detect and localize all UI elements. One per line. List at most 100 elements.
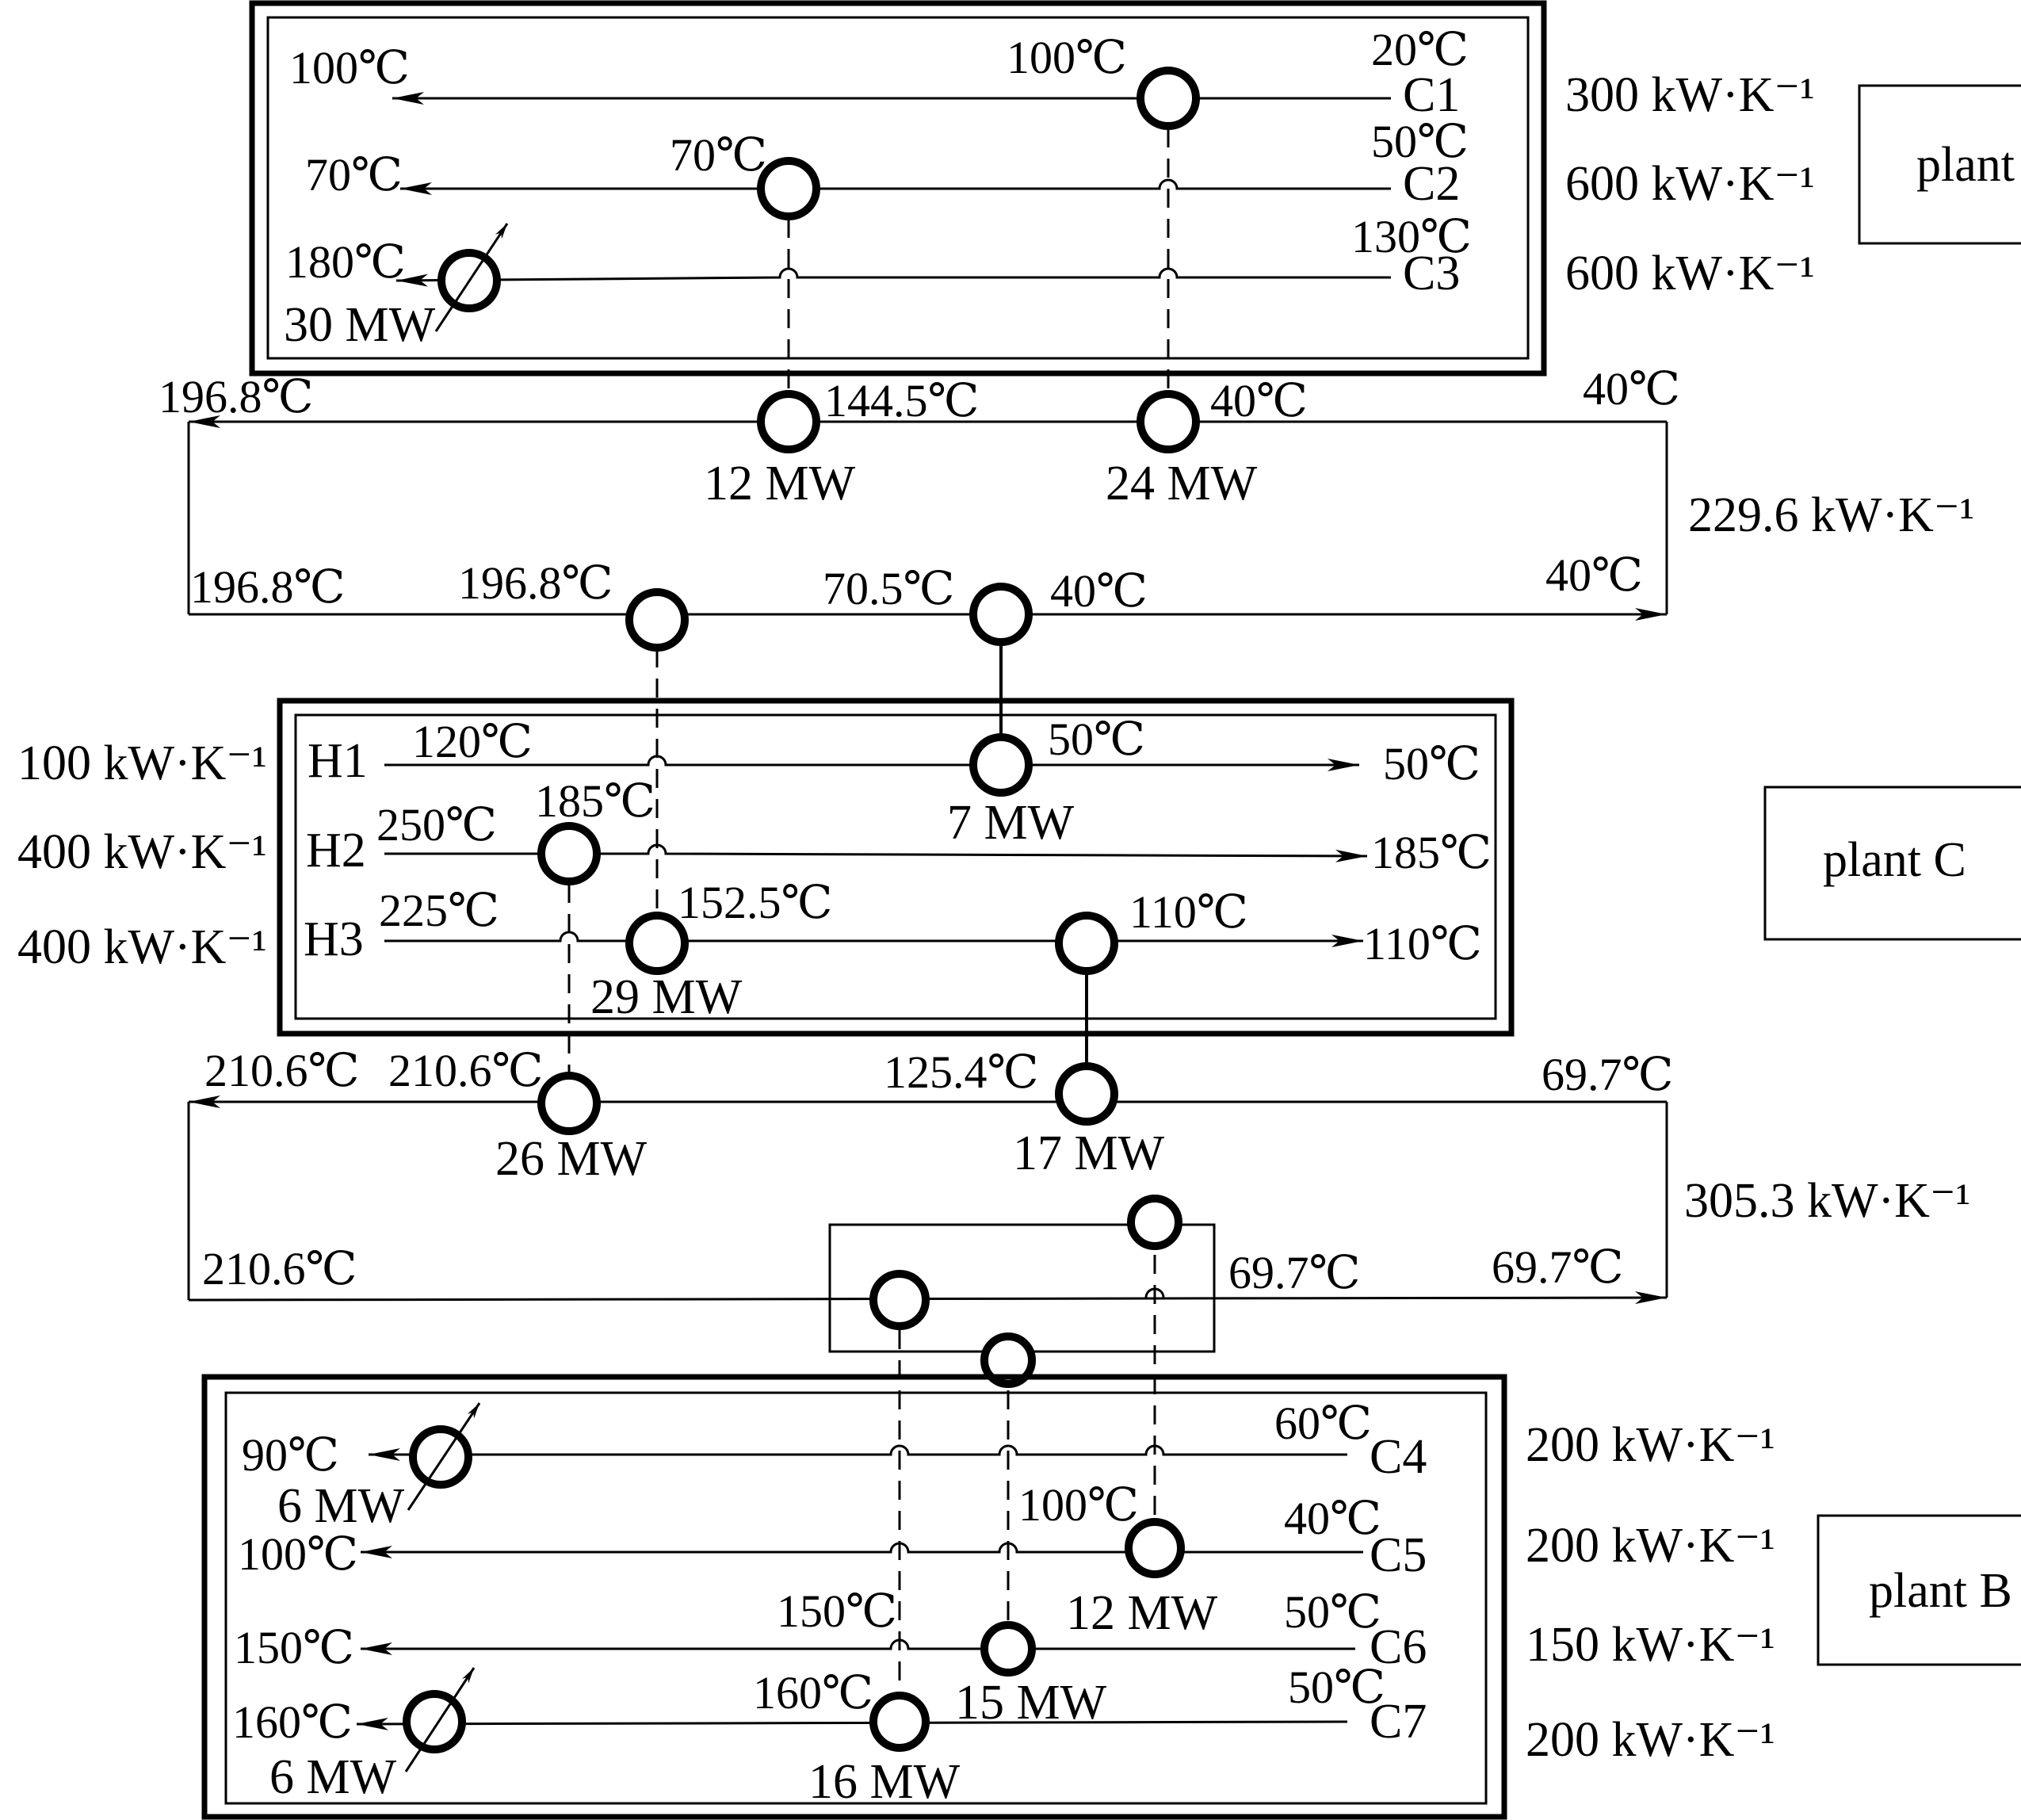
- stream-c5: 100℃ 100℃ 40℃ C5 200 kW·K⁻¹ 12 MW: [238, 1479, 1775, 1640]
- heat-exchanger-h3-b[interactable]: [1055, 912, 1118, 975]
- plant-a-label: plant: [1916, 138, 2015, 192]
- heat-exchanger-c6[interactable]: [980, 1621, 1036, 1677]
- c6-cp: 150 kW·K⁻¹: [1526, 1618, 1775, 1672]
- heat-exchanger-loop1-b[interactable]: [969, 583, 1033, 646]
- h3-hx2-temp: 110℃: [1129, 886, 1248, 938]
- h3-hx1-duty: 29 MW: [590, 970, 743, 1024]
- loop2-hx17-temp: 125.4℃: [884, 1046, 1038, 1098]
- loop1-lower-right-temp: 40℃: [1545, 549, 1643, 601]
- h3-hx1-temp: 152.5℃: [678, 877, 832, 928]
- heat-exchanger-26mw[interactable]: [537, 1072, 601, 1135]
- heat-exchanger-12mw[interactable]: [757, 390, 820, 453]
- c4-supply-temp: 60℃: [1274, 1398, 1372, 1449]
- c6-supply-temp: 50℃: [1284, 1586, 1381, 1638]
- heater-c4[interactable]: [407, 1402, 481, 1511]
- stream-h2: H2 250℃ 185℃ 185℃ 400 kW·K⁻¹: [17, 775, 1492, 879]
- c5-name: C5: [1370, 1528, 1427, 1582]
- c2-hx-temp: 70℃: [670, 129, 767, 181]
- heat-exchanger-c7[interactable]: [869, 1692, 930, 1752]
- h2-name: H2: [306, 824, 366, 878]
- h1-hx-duty: 7 MW: [947, 796, 1075, 850]
- c2-target-temp: 70℃: [305, 149, 403, 201]
- heat-exchanger-h3-a[interactable]: [625, 912, 689, 975]
- c3-target-temp: 180℃: [285, 236, 406, 288]
- c5-cp: 200 kW·K⁻¹: [1526, 1519, 1775, 1573]
- loop1-hx12-temp: 144.5℃: [824, 375, 979, 426]
- c5-hx-duty: 12 MW: [1066, 1586, 1218, 1640]
- heater-c3[interactable]: [434, 223, 509, 332]
- c6-hx-duty: 15 MW: [955, 1676, 1107, 1730]
- c2-cp: 600 kW·K⁻¹: [1565, 157, 1815, 211]
- c7-name: C7: [1370, 1695, 1427, 1749]
- c1-cp: 300 kW·K⁻¹: [1565, 68, 1815, 122]
- loop1-hx12-duty: 12 MW: [704, 457, 856, 510]
- heat-exchanger-c1[interactable]: [1137, 67, 1200, 130]
- h1-target-temp: 50℃: [1383, 738, 1480, 790]
- c7-heater-duty: 6 MW: [269, 1750, 397, 1804]
- loop2-upper-left-temp: 210.6℃: [204, 1045, 359, 1096]
- h2-target-temp: 185℃: [1371, 827, 1492, 878]
- loop2-lower-left-temp: 210.6℃: [202, 1243, 357, 1294]
- c2-name: C2: [1403, 157, 1460, 211]
- c7-target-temp: 160℃: [232, 1696, 353, 1748]
- plant-a-label-box: plant: [1858, 84, 2021, 245]
- loop1-cp: 229.6 kW·K⁻¹: [1688, 488, 1974, 542]
- c3-cp: 600 kW·K⁻¹: [1565, 247, 1815, 300]
- plant-b-box: [201, 1374, 1507, 1820]
- loop2-upper-right-temp: 69.7℃: [1542, 1049, 1673, 1100]
- loop1-upper-right-temp: 40℃: [1583, 363, 1680, 415]
- c5-target-temp: 100℃: [238, 1528, 358, 1580]
- stream-c7: 160℃ 160℃ 50℃ C7 200 kW·K⁻¹ 16 MW 6 MW: [232, 1661, 1775, 1809]
- stream-c6: 150℃ 150℃ 50℃ C6 150 kW·K⁻¹ 15 MW: [234, 1585, 1775, 1730]
- h2-hx-temp: 185℃: [535, 775, 655, 827]
- c4-heater-duty: 6 MW: [277, 1479, 405, 1533]
- c6-target-temp: 150℃: [234, 1622, 354, 1673]
- heat-exchanger-loop2-c[interactable]: [1127, 1195, 1182, 1250]
- h3-name: H3: [304, 912, 364, 966]
- heat-exchanger-c5[interactable]: [1125, 1518, 1185, 1578]
- c7-cp: 200 kW·K⁻¹: [1526, 1713, 1775, 1767]
- h3-target-temp: 110℃: [1363, 918, 1482, 969]
- c5-supply-temp: 40℃: [1284, 1493, 1381, 1544]
- stream-h3: H3 225℃ 152.5℃ 29 MW 110℃ 110℃ 400 kW·K⁻…: [17, 877, 1482, 1024]
- heat-exchanger-c2[interactable]: [757, 157, 820, 220]
- h2-cp: 400 kW·K⁻¹: [17, 825, 267, 879]
- loop2-crossing: [1144, 1287, 1165, 1298]
- c6-hx-temp: 150℃: [777, 1585, 897, 1637]
- c1-name: C1: [1403, 68, 1460, 122]
- c4-target-temp: 90℃: [242, 1429, 339, 1481]
- plant-a-box: [249, 0, 1547, 377]
- c7-hx-duty: 16 MW: [808, 1755, 961, 1809]
- loop2-cp: 305.3 kW·K⁻¹: [1684, 1174, 1970, 1228]
- loop-1: 196.8℃ 144.5℃ 40℃ 40℃ 12 MW 24 MW 229.6 …: [159, 363, 1974, 621]
- loop1-lower-hxa-temp: 196.8℃: [458, 557, 613, 609]
- h2-supply-temp: 250℃: [376, 799, 497, 851]
- heat-exchanger-17mw[interactable]: [1055, 1062, 1118, 1126]
- stream-c2: 70℃ 70℃ 50℃ C2 600 kW·K⁻¹: [305, 116, 1815, 211]
- loop1-lower-hxb-temp: 40℃: [1050, 565, 1148, 617]
- heat-exchanger-loop2-b[interactable]: [980, 1332, 1036, 1388]
- heat-exchanger-24mw[interactable]: [1137, 390, 1200, 453]
- loop2-hx26-temp: 210.6℃: [388, 1045, 543, 1096]
- c7-supply-temp: 50℃: [1288, 1661, 1385, 1713]
- c4-cp: 200 kW·K⁻¹: [1526, 1418, 1775, 1472]
- heat-exchanger-h2[interactable]: [537, 822, 601, 885]
- heat-exchanger-h1[interactable]: [969, 733, 1033, 797]
- loop1-hx24-duty: 24 MW: [1106, 457, 1258, 510]
- c3-heater-duty: 30 MW: [284, 298, 436, 352]
- heater-c7[interactable]: [403, 1667, 476, 1772]
- loop1-lower-mid-temp: 70.5℃: [823, 563, 954, 614]
- c3-name: C3: [1403, 247, 1460, 300]
- c2-supply-temp: 50℃: [1371, 116, 1469, 167]
- loop1-upper-left-temp: 196.8℃: [159, 371, 313, 422]
- stream-c4: 90℃ 60℃ C4 200 kW·K⁻¹ 6 MW: [242, 1398, 1775, 1533]
- h1-supply-temp: 120℃: [412, 716, 533, 767]
- heat-exchanger-loop2-a[interactable]: [869, 1270, 930, 1330]
- loop-2: 210.6℃ 210.6℃ 125.4℃ 69.7℃ 26 MW 17 MW 3…: [187, 1045, 1970, 1305]
- heat-exchanger-loop1-a[interactable]: [625, 588, 689, 652]
- c7-hx-temp: 160℃: [753, 1667, 873, 1719]
- loop2-hx17-duty: 17 MW: [1013, 1126, 1165, 1180]
- h3-supply-temp: 225℃: [379, 885, 499, 936]
- loop1-hx24-temp: 40℃: [1210, 375, 1308, 426]
